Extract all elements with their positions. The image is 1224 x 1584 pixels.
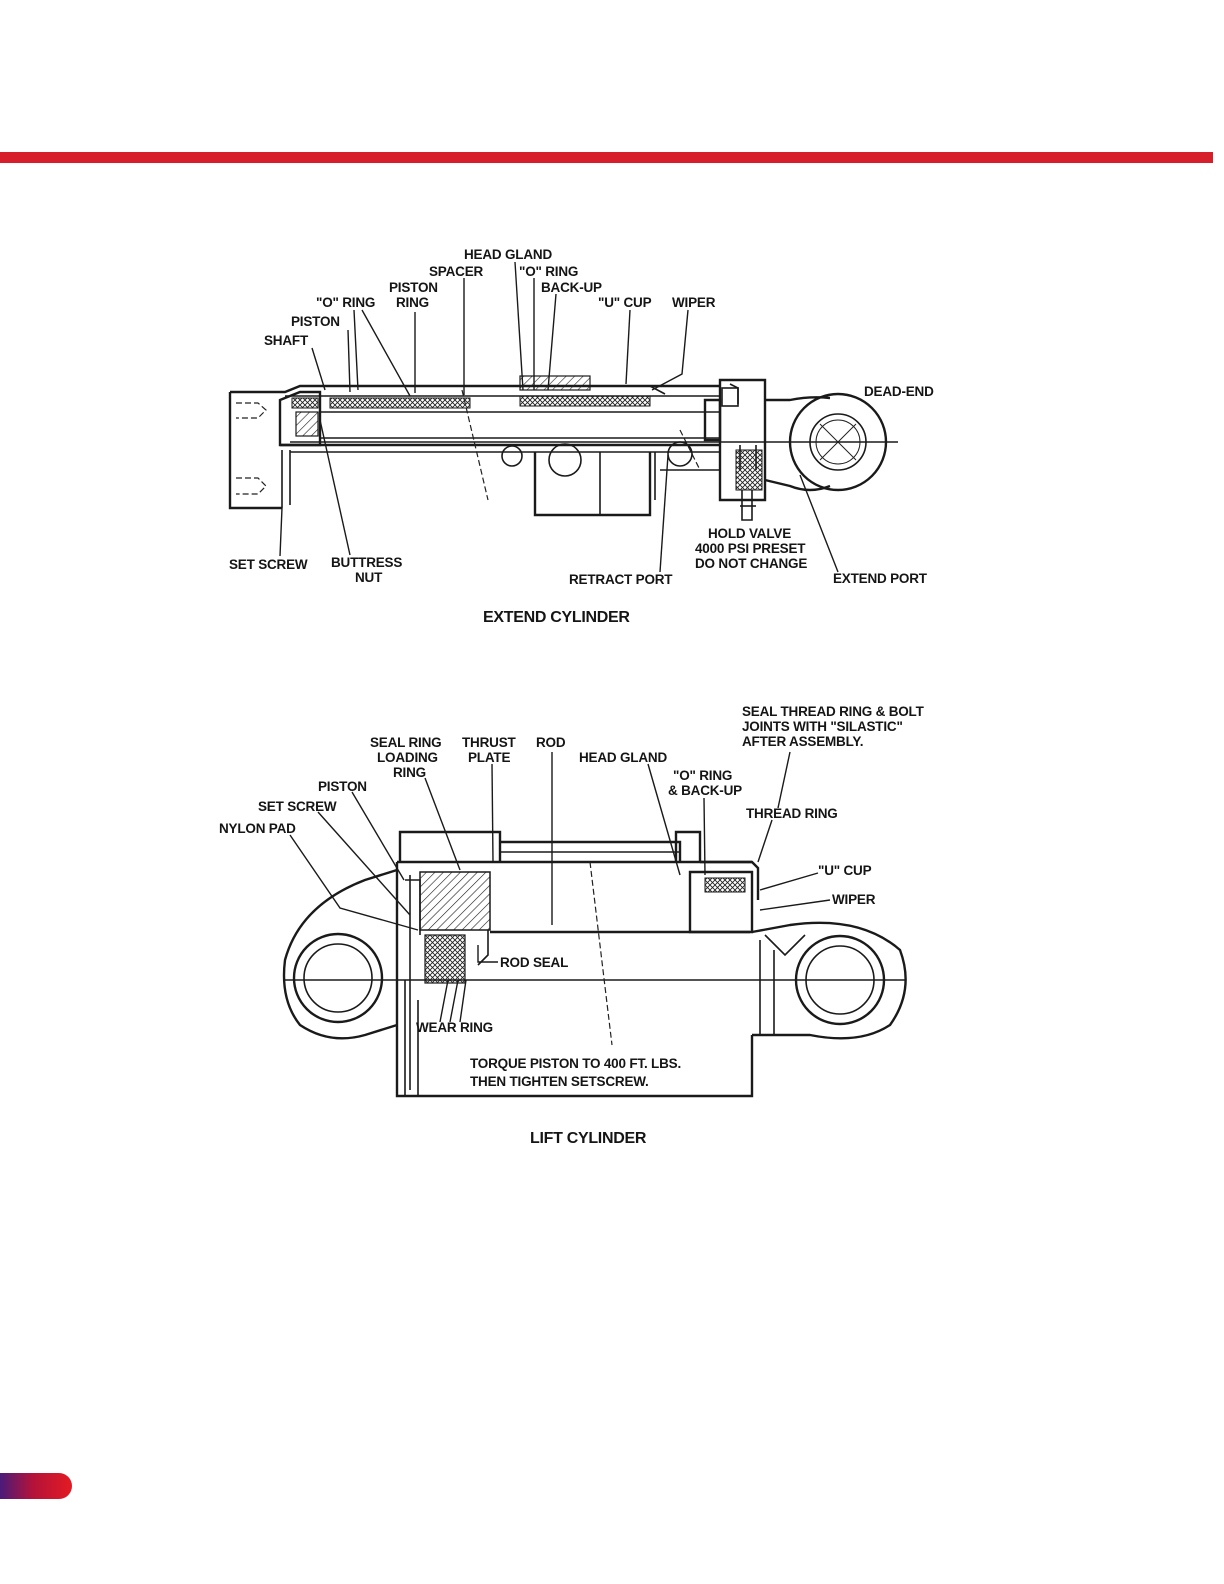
- label-o-ring-left: "O" RING: [316, 295, 375, 310]
- label-wear-ring: WEAR RING: [416, 1020, 493, 1035]
- label-head-gland: HEAD GLAND: [579, 750, 667, 765]
- label-hold-valve-1: HOLD VALVE: [708, 526, 791, 541]
- label-spacer: SPACER: [429, 264, 484, 279]
- label-buttress-1: BUTTRESS: [331, 555, 402, 570]
- label-thrust-2: PLATE: [468, 750, 510, 765]
- caption-extend-cylinder: EXTEND CYLINDER: [483, 609, 630, 626]
- extend-leader-lines: [279, 261, 839, 573]
- label-extend-port: EXTEND PORT: [833, 571, 928, 586]
- label-u-cup: "U" CUP: [598, 295, 652, 310]
- label-torque-1: TORQUE PISTON TO 400 FT. LBS.: [470, 1056, 681, 1071]
- label-o-ring-2: & BACK-UP: [668, 783, 742, 798]
- label-seal-ring-1: SEAL RING: [370, 735, 441, 750]
- label-u-cup: "U" CUP: [818, 863, 872, 878]
- label-piston-ring-2: RING: [396, 295, 429, 310]
- label-hold-valve-2: 4000 PSI PRESET: [695, 541, 806, 556]
- label-seal-ring-2: LOADING: [377, 750, 438, 765]
- lift-labels: SEAL THREAD RING & BOLT JOINTS WITH "SIL…: [219, 704, 925, 1147]
- label-shaft: SHAFT: [264, 333, 309, 348]
- label-rod: ROD: [536, 735, 566, 750]
- label-nylon-pad: NYLON PAD: [219, 821, 296, 836]
- label-set-screw: SET SCREW: [229, 557, 308, 572]
- header-accent-bar: [0, 152, 1213, 163]
- label-piston: PISTON: [291, 314, 340, 329]
- page-tab-marker: [0, 1473, 72, 1499]
- label-seal-note-2: JOINTS WITH "SILASTIC": [742, 719, 903, 734]
- extend-labels: HEAD GLAND SPACER "O" RING BACK-UP PISTO…: [229, 247, 934, 626]
- label-piston: PISTON: [318, 779, 367, 794]
- label-o-ring-1: "O" RING: [673, 768, 732, 783]
- label-dead-end: DEAD-END: [864, 384, 934, 399]
- lift-leader-lines: [289, 751, 831, 1023]
- label-retract-port: RETRACT PORT: [569, 572, 673, 587]
- caption-lift-cylinder: LIFT CYLINDER: [530, 1130, 647, 1147]
- label-buttress-2: NUT: [355, 570, 383, 585]
- label-o-ring-top: "O" RING: [519, 264, 578, 279]
- label-wiper: WIPER: [832, 892, 876, 907]
- lift-cylinder-drawing: [282, 830, 907, 1098]
- label-wiper: WIPER: [672, 295, 716, 310]
- extend-cylinder-drawing: [228, 375, 898, 521]
- label-set-screw: SET SCREW: [258, 799, 337, 814]
- label-torque-2: THEN TIGHTEN SETSCREW.: [470, 1074, 649, 1089]
- label-rod-seal: ROD SEAL: [500, 955, 568, 970]
- label-seal-ring-3: RING: [393, 765, 426, 780]
- label-thread-ring: THREAD RING: [746, 806, 838, 821]
- label-head-gland: HEAD GLAND: [464, 247, 552, 262]
- label-back-up: BACK-UP: [541, 280, 602, 295]
- label-seal-note-1: SEAL THREAD RING & BOLT: [742, 704, 925, 719]
- label-seal-note-3: AFTER ASSEMBLY.: [742, 734, 863, 749]
- label-piston-ring-1: PISTON: [389, 280, 438, 295]
- label-thrust-1: THRUST: [462, 735, 516, 750]
- label-hold-valve-3: DO NOT CHANGE: [695, 556, 807, 571]
